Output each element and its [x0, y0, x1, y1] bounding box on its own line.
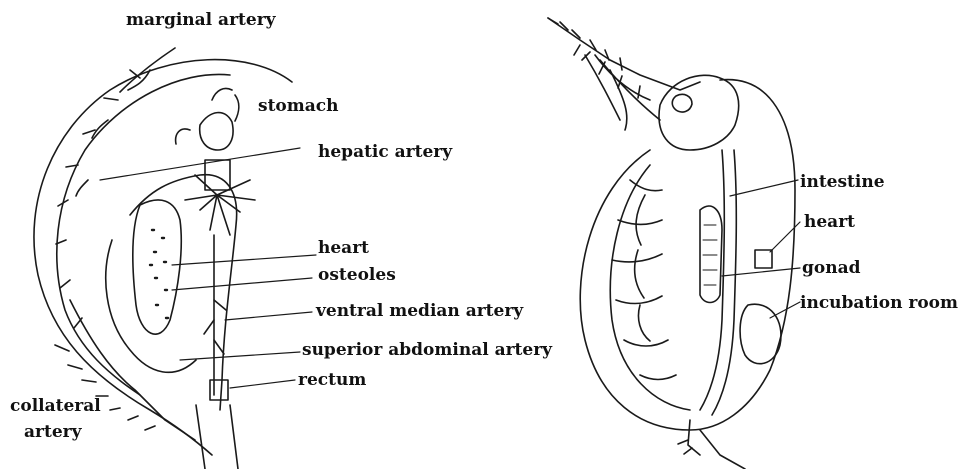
label-osteoles: osteoles: [318, 265, 396, 285]
label-heart-left: heart: [318, 238, 369, 258]
label-rectum: rectum: [298, 370, 366, 390]
label-superior-abdominal-artery: superior abdominal artery: [302, 340, 552, 360]
label-collateral-line1: collateral: [10, 396, 101, 416]
label-collateral-line2: artery: [24, 422, 81, 442]
label-intestine: intestine: [800, 172, 885, 192]
label-gonad: gonad: [802, 258, 861, 278]
label-marginal-artery: marginal artery: [126, 10, 276, 30]
right-daphnia-drawing: [548, 18, 800, 469]
label-ventral-median-artery: ventral median artery: [316, 301, 523, 321]
label-heart-right: heart: [804, 212, 855, 232]
label-hepatic-artery: hepatic artery: [318, 142, 452, 162]
label-stomach: stomach: [258, 96, 338, 116]
label-incubation-room: incubation room: [800, 293, 958, 313]
